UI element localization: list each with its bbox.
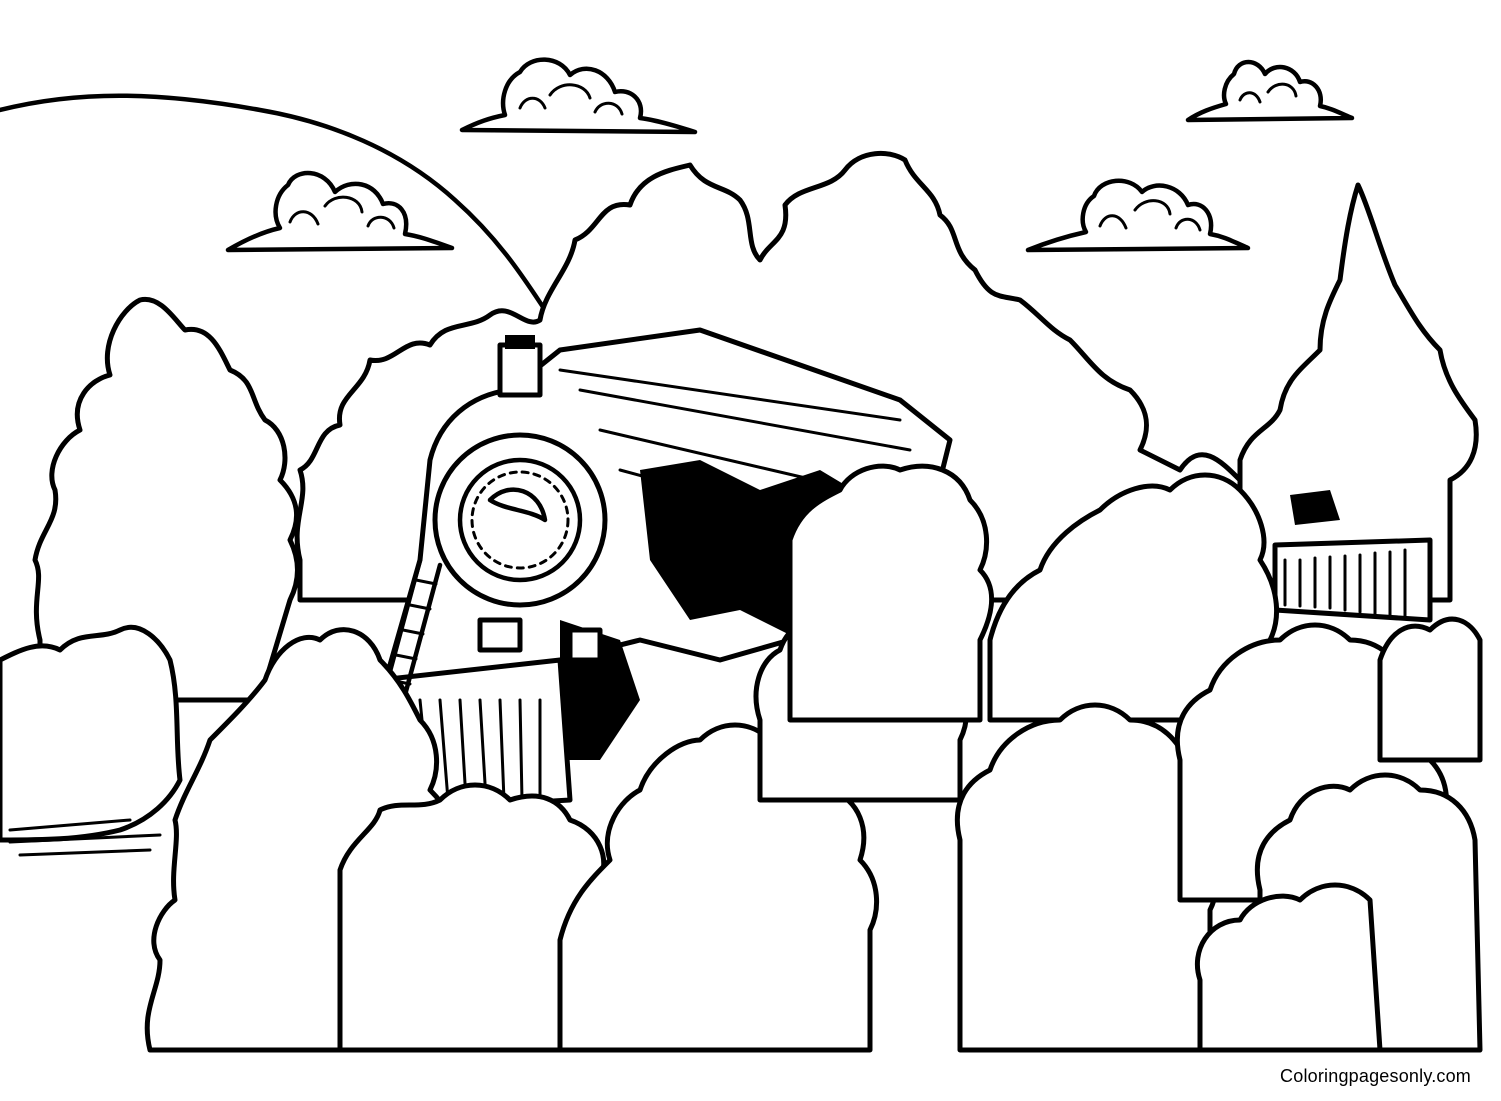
foreground-foliage (0, 296, 1483, 1053)
cloud-3 (1025, 178, 1251, 253)
ground-lines (8, 818, 162, 857)
watermark-text: Coloringpagesonly.com (1280, 1066, 1471, 1086)
cloud-1 (459, 57, 698, 135)
hill-outline (0, 93, 548, 313)
cloud-4 (1185, 59, 1355, 123)
cloud-2 (225, 170, 455, 253)
